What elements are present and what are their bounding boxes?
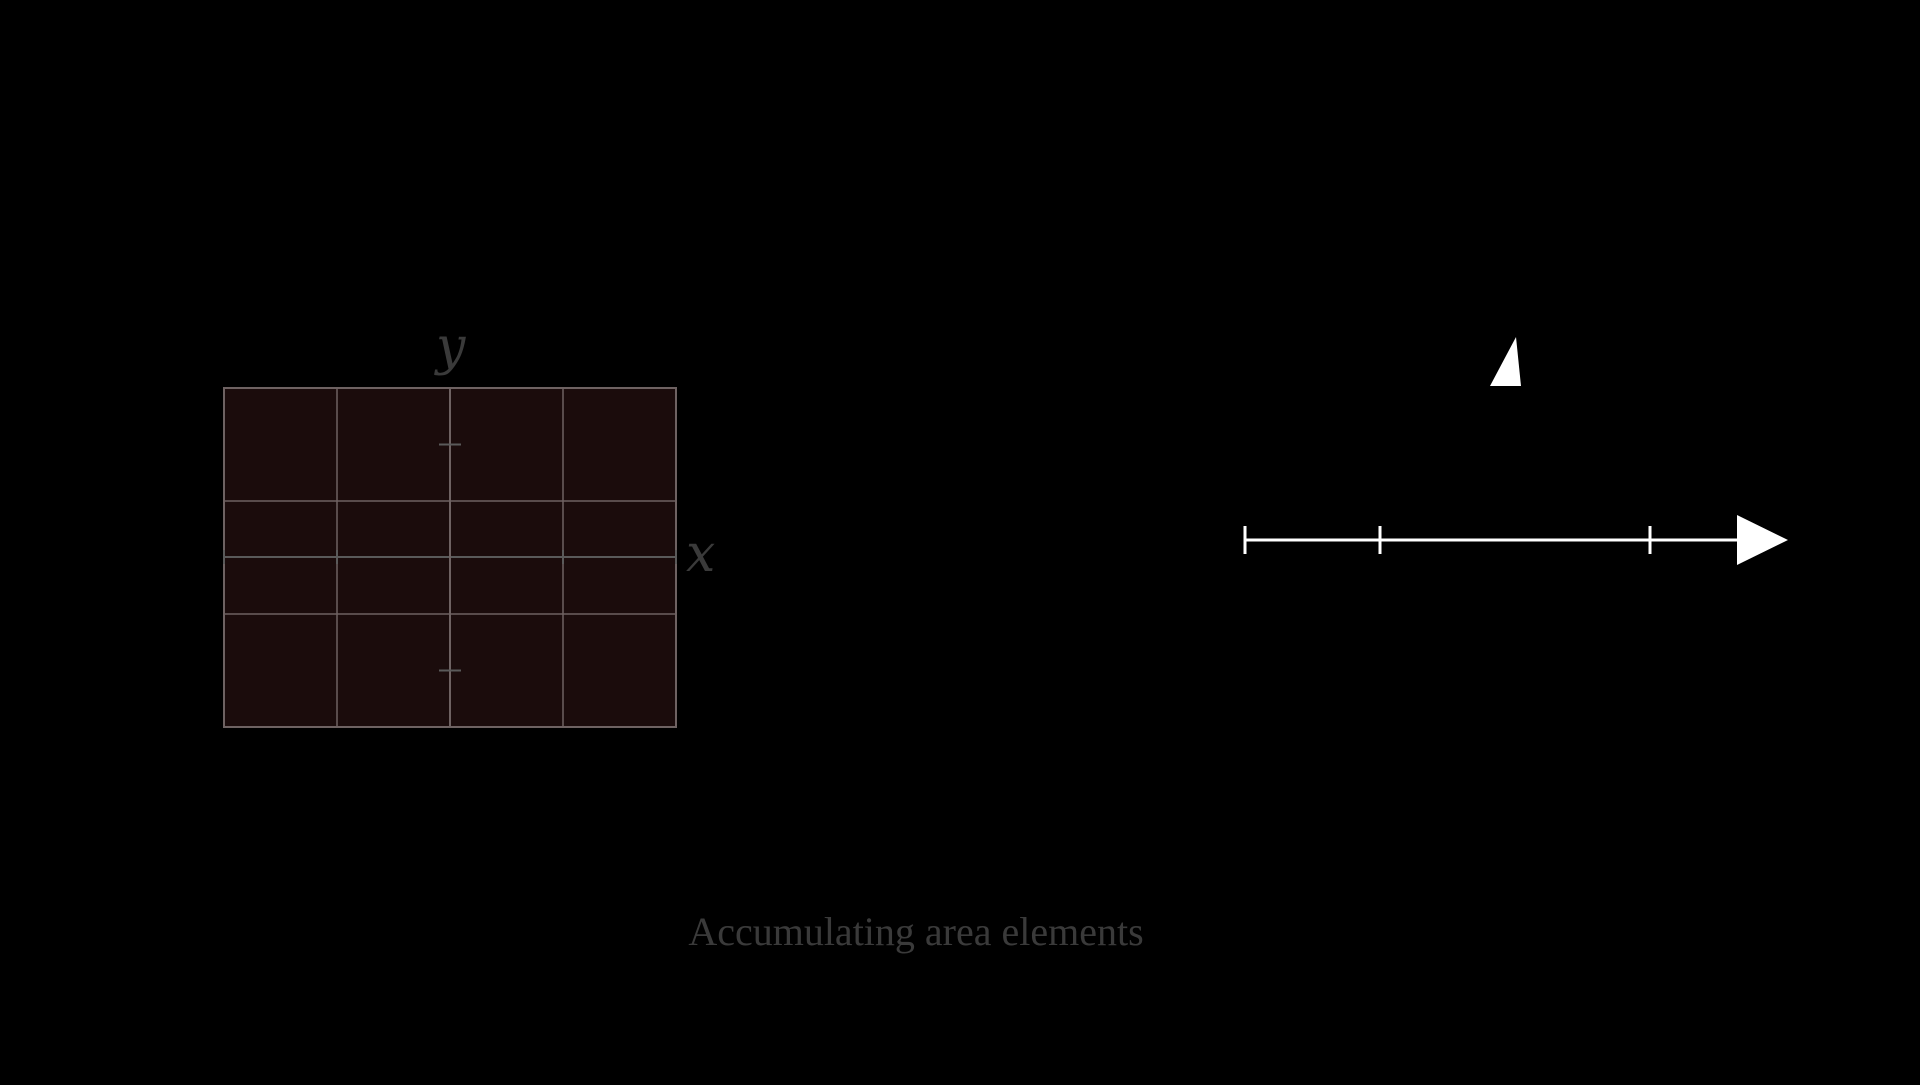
x-axis-ticks [223, 550, 677, 564]
caption: Accumulating area elements [688, 909, 1143, 954]
coordinate-plane: x y [223, 317, 715, 728]
number-line-ticks [1243, 526, 1652, 554]
number-line [1243, 515, 1788, 565]
y-axis-ticks [439, 443, 461, 672]
y-axis-label: y [434, 317, 466, 377]
triangle-marker [1490, 337, 1521, 386]
number-line-arrowhead [1737, 515, 1788, 565]
x-axis-label: x [686, 524, 715, 584]
